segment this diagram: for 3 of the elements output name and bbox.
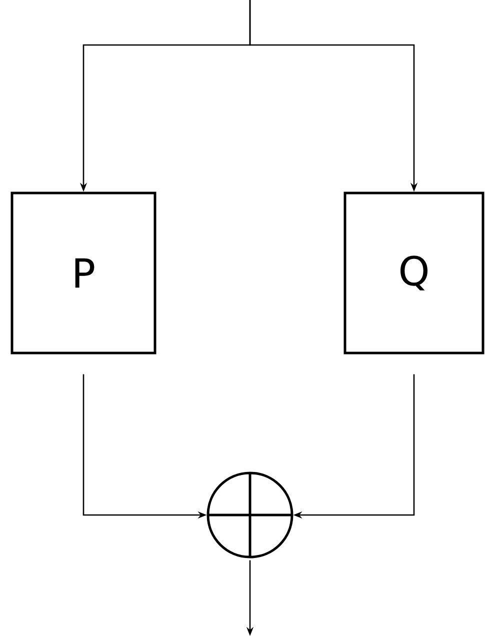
process-box: Q xyxy=(344,192,484,354)
process-box: P xyxy=(10,192,156,354)
sum-circle xyxy=(206,472,294,558)
